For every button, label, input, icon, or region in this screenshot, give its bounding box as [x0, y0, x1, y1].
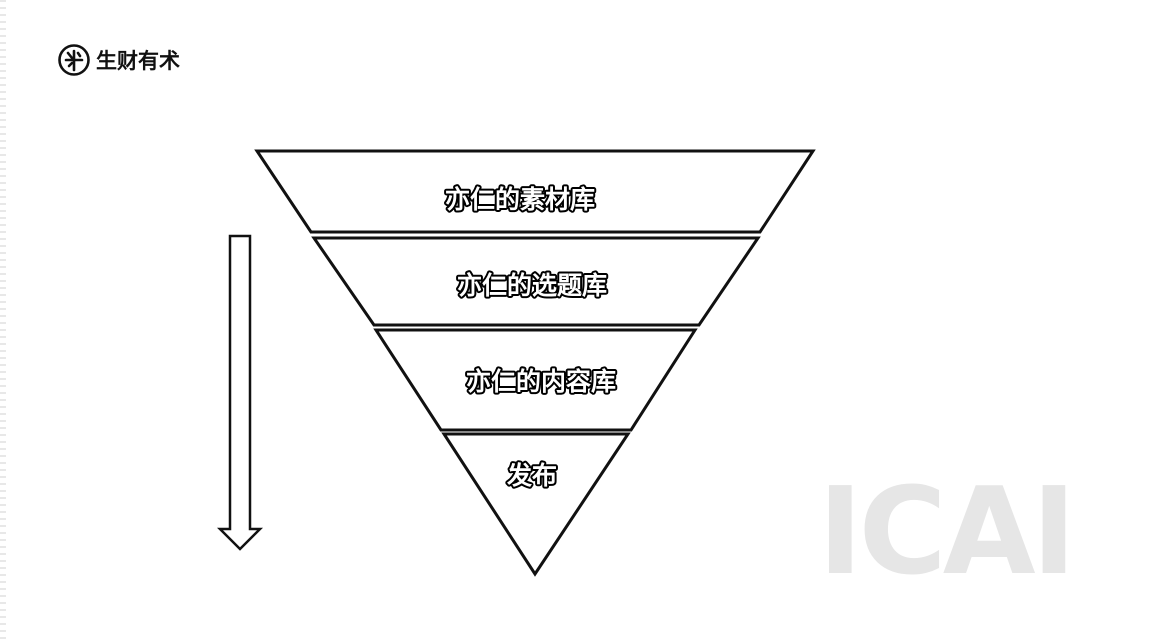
- funnel-layer-3: 亦仁的内容库: [373, 328, 698, 432]
- layer-3-label: 亦仁的内容库: [466, 367, 616, 396]
- funnel-layer-1: 亦仁的素材库: [254, 149, 816, 234]
- funnel-layer-2: 亦仁的选题库: [311, 236, 761, 327]
- funnel-layer-4: 发布: [441, 432, 631, 577]
- brand-logo: 生财有术: [57, 42, 180, 78]
- down-arrow-icon: [216, 234, 264, 551]
- brand-name: 生财有术: [96, 49, 180, 73]
- watermark-text: ICAI: [818, 463, 1072, 602]
- layer-1-label: 亦仁的素材库: [445, 185, 595, 214]
- layer-2-label: 亦仁的选题库: [457, 271, 607, 300]
- layer-4-label: 发布: [506, 461, 557, 490]
- flow-arrow: [216, 234, 264, 551]
- scan-edge-noise: [0, 0, 6, 643]
- brand-seal-icon: [58, 44, 90, 76]
